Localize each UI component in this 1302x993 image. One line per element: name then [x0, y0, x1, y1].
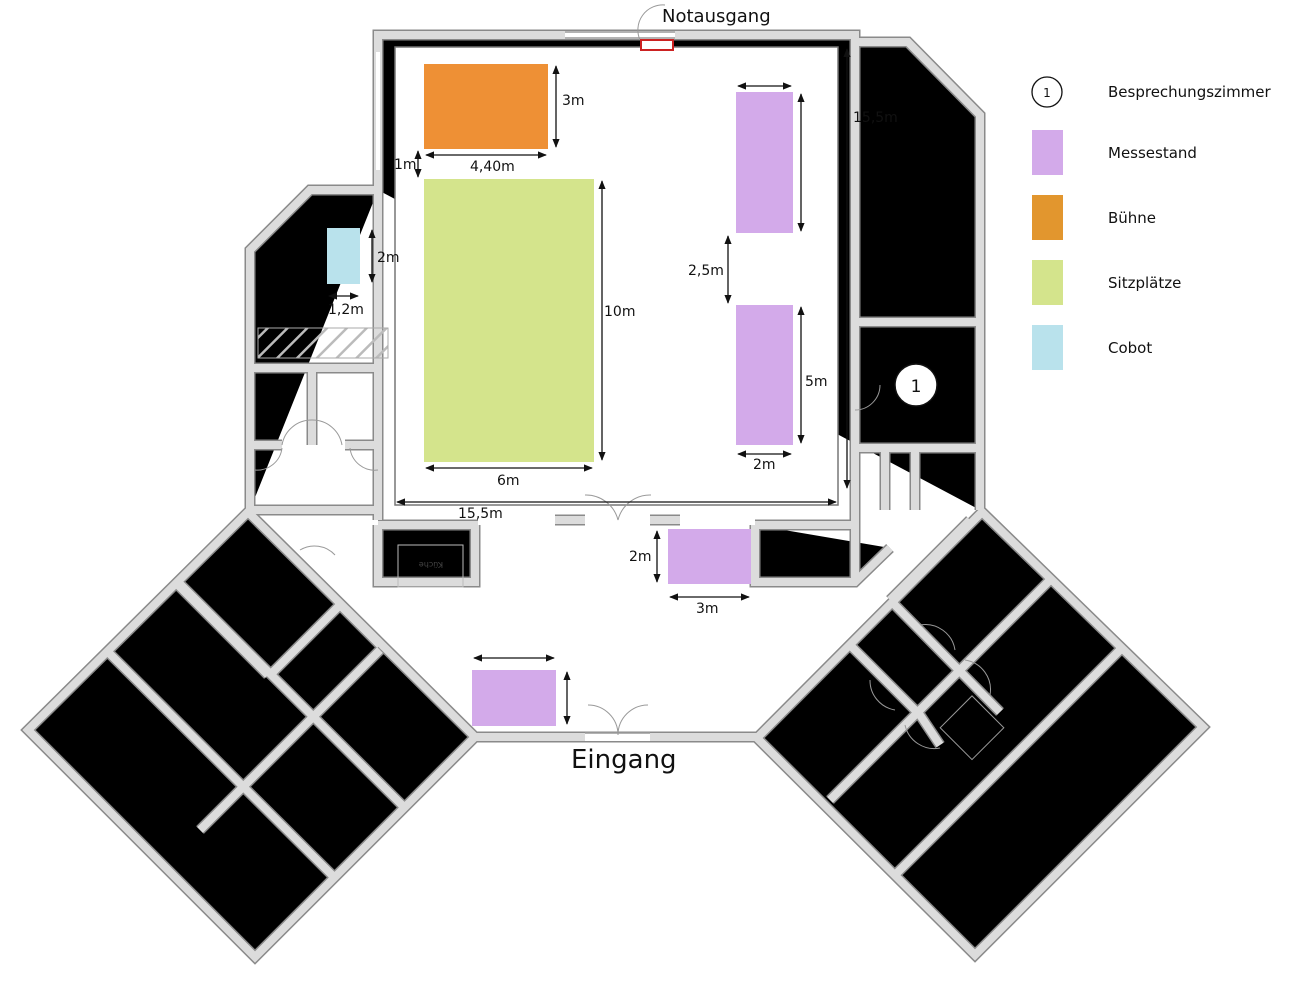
walls: [28, 32, 1203, 957]
door-arcs: [254, 4, 991, 750]
booth-3: [668, 529, 751, 584]
legend-meeting-room-label: Besprechungszimmer: [1108, 83, 1272, 101]
kitchen-counter: [397, 544, 464, 588]
staircase: [257, 327, 389, 359]
dim-hall-width: 15,5m: [458, 506, 503, 522]
cobot-area: [327, 228, 360, 284]
legend-stage-swatch: [1032, 195, 1063, 240]
dim-booth-width: 2m: [753, 457, 776, 473]
emergency-exit-marker: [640, 39, 674, 51]
entrance-label: Eingang: [571, 745, 677, 775]
meeting-room-number: 1: [911, 377, 922, 397]
legend-meeting-room-number: 1: [1043, 86, 1051, 100]
dim-stage-width: 4,40m: [470, 159, 515, 175]
legend-meeting-room-icon: [1031, 76, 1063, 108]
dim-booth-gap: 2,5m: [688, 263, 724, 279]
legend-booth-swatch: [1032, 130, 1063, 175]
dim-cobot-height: 2m: [377, 250, 400, 266]
dim-booth-height: 5m: [805, 374, 828, 390]
dim-hall-length: 15,5m: [853, 110, 898, 126]
dim-seating-height: 10m: [604, 304, 635, 320]
dimension-lines: [328, 48, 851, 725]
dim-stage-gap: 1m: [394, 157, 417, 173]
legend-booth-label: Messestand: [1108, 144, 1197, 162]
emergency-exit-label: Notausgang: [662, 6, 771, 27]
legend-seating-swatch: [1032, 260, 1063, 305]
booth-1: [736, 92, 793, 233]
dim-foyer-booth-height: 2m: [629, 549, 652, 565]
dim-seating-width: 6m: [497, 473, 520, 489]
legend: 1 Besprechungszimmer Messestand Bühne Si…: [1031, 76, 1272, 370]
legend-stage-label: Bühne: [1108, 209, 1156, 227]
kitchen-label: Küche: [419, 560, 443, 569]
dim-foyer-booth-width: 3m: [696, 601, 719, 617]
legend-cobot-swatch: [1032, 325, 1063, 370]
legend-seating-label: Sitzplätze: [1108, 274, 1181, 292]
legend-cobot-label: Cobot: [1108, 339, 1152, 357]
elevator-shaft: [939, 695, 1005, 761]
booth-2: [736, 305, 793, 445]
seating-area: [424, 179, 594, 462]
dim-cobot-width: 1,2m: [328, 302, 364, 318]
dim-stage-height: 3m: [562, 93, 585, 109]
stage-area: [424, 64, 548, 149]
meeting-room-marker: [894, 363, 938, 407]
booth-4: [472, 670, 556, 726]
